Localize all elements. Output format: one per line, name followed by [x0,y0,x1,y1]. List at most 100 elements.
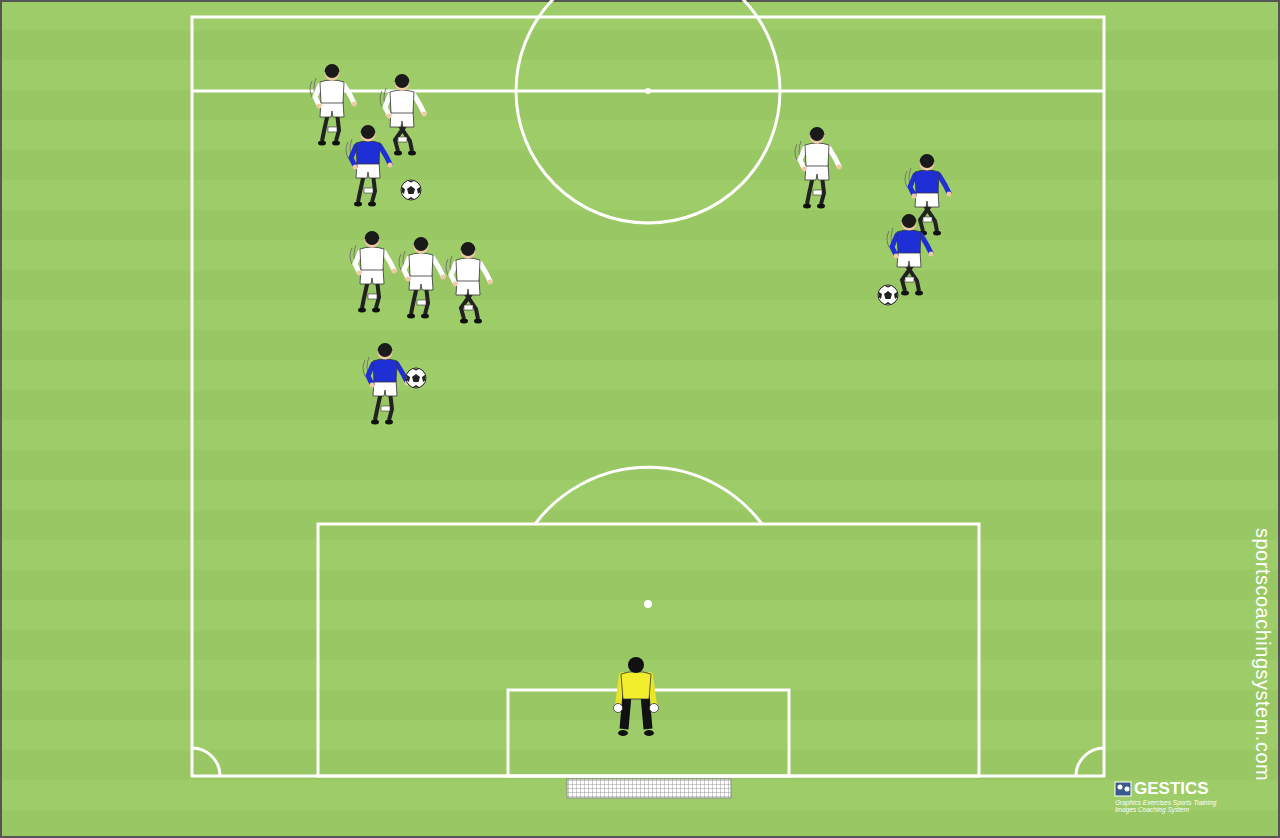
sock [364,188,373,193]
hand [353,165,358,170]
hand [912,194,917,199]
arm [892,235,897,255]
boot [385,420,393,425]
arm [910,175,915,195]
hair [325,64,339,78]
hand [352,102,357,107]
goalkeeper [614,657,659,736]
boot [372,308,380,313]
boot [371,420,379,425]
hair [378,343,392,357]
player-figure [350,231,397,313]
boot [354,202,362,207]
arm [385,95,390,115]
hand [894,254,899,259]
player-figure [346,125,393,207]
boot [368,202,376,207]
shirt [320,80,344,103]
hand [802,167,807,172]
shirt [390,90,414,113]
boot [644,730,654,736]
hand [929,252,934,257]
soccer-ball [401,180,421,200]
shirt [409,253,433,276]
arm [939,175,949,193]
boot [460,319,468,324]
hand [388,163,393,168]
sock [368,294,377,299]
boot [817,204,825,209]
keeper-shirt [621,672,651,700]
player-figure [446,242,493,324]
boot [408,151,416,156]
keeper-leg [624,695,648,729]
watermark: sportscoachingsystem.com [1251,528,1274,781]
sock [923,217,932,222]
boot [318,141,326,146]
arm [397,364,407,382]
arm [384,252,394,270]
arm [404,258,409,278]
hand [947,192,952,197]
arm [344,85,354,103]
boot [901,291,909,296]
shirt [915,170,939,193]
logo-icon [1115,782,1131,796]
boot [394,151,402,156]
glove [614,704,623,713]
hair [361,125,375,139]
boot [474,319,482,324]
player-figure [795,127,842,209]
hair [810,127,824,141]
hair [902,214,916,228]
boot [618,730,628,736]
arm [414,95,424,113]
hand [370,383,375,388]
boot [421,314,429,319]
hand [837,165,842,170]
player-figure [363,343,410,425]
hand [422,112,427,117]
hair [461,242,475,256]
hair [365,231,379,245]
boot [933,231,941,236]
arm [368,364,373,384]
arm [800,148,805,168]
arm [315,85,320,105]
shorts [320,101,344,117]
arm [433,258,443,276]
boot [407,314,415,319]
player-figure [380,74,427,156]
logo-text: GESTICS [1134,779,1209,799]
boot [358,308,366,313]
arm [921,235,931,253]
arm [380,146,390,164]
hand [488,280,493,285]
shirt [456,258,480,281]
player-figure [310,64,357,146]
sock [398,137,407,142]
hand [392,269,397,274]
arm [480,263,490,281]
hand [357,271,362,276]
sock [381,406,390,411]
glove [650,704,659,713]
arm [355,252,360,272]
shorts [390,111,414,127]
hand [387,114,392,119]
hand [406,277,411,282]
player-figure [887,214,934,296]
hand [317,104,322,109]
sock [328,127,337,132]
soccer-ball [406,368,426,388]
sock [464,305,473,310]
sock [417,300,426,305]
boot [332,141,340,146]
player-figure [399,237,446,319]
soccer-ball [878,285,898,305]
arm [829,148,839,166]
shirt [360,247,384,270]
logo-subtitle: Images Coaching System [1115,806,1189,813]
hair [414,237,428,251]
shirt [805,143,829,166]
